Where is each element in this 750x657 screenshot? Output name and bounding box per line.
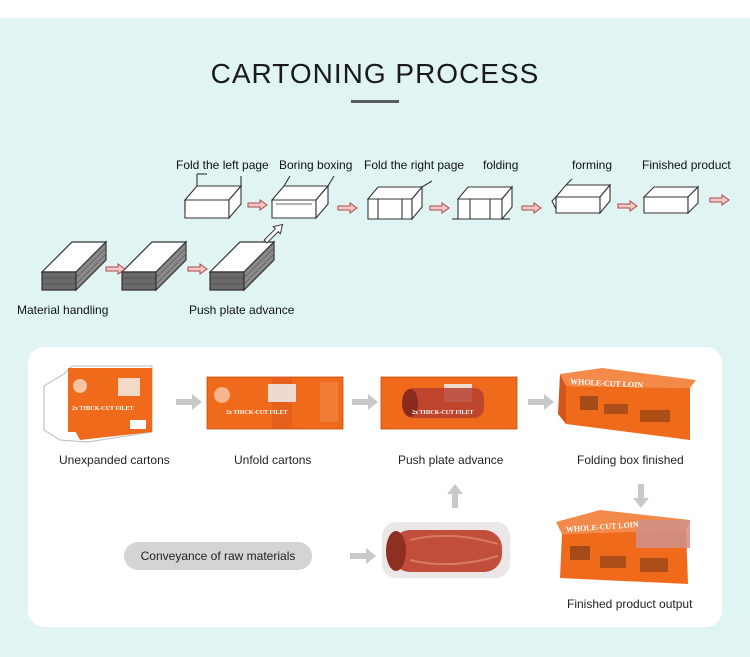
carton-print: 2x THICK-CUT FILET — [226, 410, 287, 416]
label-unexpanded-cartons: Unexpanded cartons — [59, 453, 170, 467]
carton-unexpanded: 2x THICK-CUT FILET — [43, 365, 153, 443]
step-label-push-plate: Push plate advance — [189, 303, 295, 317]
box-finished — [642, 185, 700, 215]
carton-print: WHOLE-CUT LOIN — [570, 377, 644, 390]
page-title: CARTONING PROCESS — [210, 58, 540, 89]
carton-print: 2x THICK-CUT FILET — [412, 410, 473, 416]
label-folding-box-finished: Folding box finished — [577, 453, 684, 467]
box-forming — [551, 178, 612, 215]
arrow-right — [350, 548, 376, 564]
raw-material-meat — [382, 522, 510, 578]
label-finished-product-output: Finished product output — [567, 597, 693, 611]
carton-push-plate: 2x THICK-CUT FILET — [380, 376, 518, 430]
box-fold-right — [366, 180, 433, 221]
arrow-right — [528, 394, 554, 410]
title-underline — [351, 100, 399, 103]
arrow-right — [176, 394, 202, 410]
arrow-up — [447, 484, 463, 508]
process-flow-diagram — [41, 173, 730, 291]
step-label-forming: forming — [572, 158, 613, 172]
arrow-right — [352, 394, 378, 410]
box-boring — [270, 175, 335, 220]
carton-print: 2x THICK-CUT FILET — [72, 406, 133, 412]
step-label-folding: folding — [483, 158, 519, 172]
step-label-finished-product: Finished product — [642, 158, 731, 172]
carton-finished-output: WHOLE-CUT LOIN — [556, 510, 690, 584]
carton-unfolded: 2x THICK-CUT FILET — [206, 376, 344, 430]
step-label-boring-boxing: Boring boxing — [279, 158, 353, 172]
box-folding — [452, 185, 514, 221]
step-label-fold-left: Fold the left page — [176, 158, 269, 172]
step-label-material-handling: Material handling — [17, 303, 109, 317]
label-conveyance-raw-materials: Conveyance of raw materials — [124, 542, 312, 570]
box-fold-left — [183, 173, 243, 220]
flow-arrow-up — [263, 223, 284, 244]
carton-folding-finished: WHOLE-CUT LOIN — [558, 368, 696, 440]
label-unfold-cartons: Unfold cartons — [234, 453, 312, 467]
top-margin — [0, 0, 750, 18]
step-label-fold-right: Fold the right page — [364, 158, 465, 172]
label-push-plate-advance: Push plate advance — [398, 453, 504, 467]
gray-arrows — [176, 394, 649, 564]
arrow-down — [633, 484, 649, 508]
